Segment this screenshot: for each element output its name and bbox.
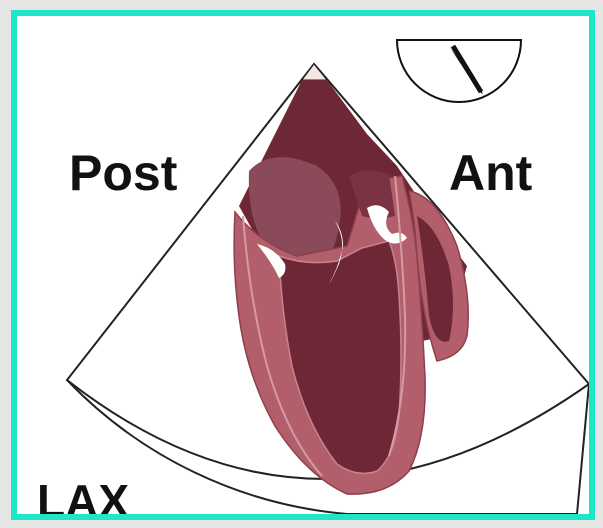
sector-apex bbox=[302, 64, 327, 80]
probe-orientation-icon bbox=[393, 36, 525, 110]
echo-diagram-frame: Post Ant LAX bbox=[11, 10, 595, 520]
anterior-label: Ant bbox=[449, 148, 532, 198]
view-label: LAX bbox=[37, 478, 129, 520]
posterior-label: Post bbox=[69, 148, 177, 198]
